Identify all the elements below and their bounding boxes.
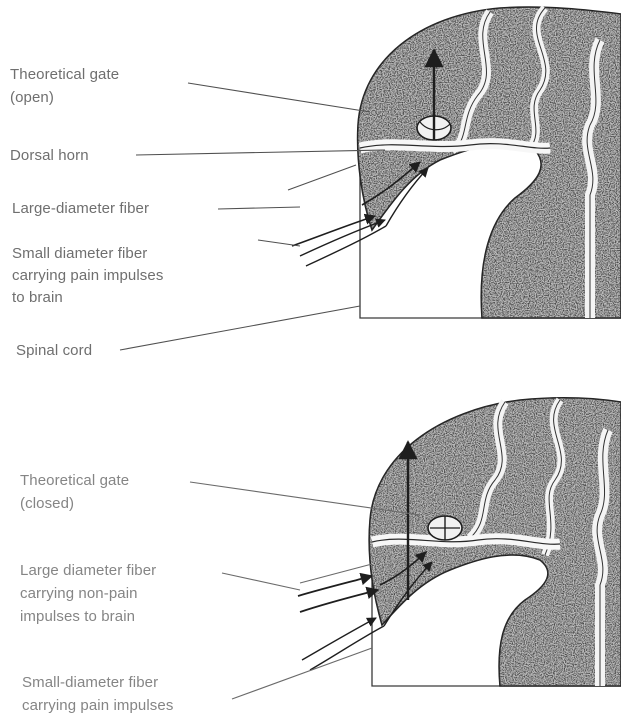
label-spinal-cord: Spinal cord bbox=[16, 340, 92, 362]
bottom-panel-drawing bbox=[190, 398, 621, 699]
label-small-fiber-top-line3: to brain bbox=[12, 287, 63, 309]
label-small-fiber-top-line2: carrying pain impulses bbox=[12, 265, 163, 287]
top-panel-drawing bbox=[120, 7, 621, 350]
label-small-fiber-bottom-line2: carrying pain impulses bbox=[22, 695, 173, 717]
label-dorsal-horn: Dorsal horn bbox=[10, 145, 89, 167]
label-large-fiber-bottom-line1: Large diameter fiber bbox=[20, 560, 156, 582]
label-large-fiber-bottom-line3: impulses to brain bbox=[20, 606, 135, 628]
label-gate-closed-line1: Theoretical gate bbox=[20, 470, 129, 492]
label-large-diameter-fiber-top: Large-diameter fiber bbox=[12, 198, 149, 220]
label-large-fiber-bottom-line2: carrying non-pain bbox=[20, 583, 138, 605]
label-gate-open-line1: Theoretical gate bbox=[10, 64, 119, 86]
label-gate-open-line2: (open) bbox=[10, 87, 54, 109]
small-fiber-entry-bottom bbox=[302, 618, 376, 660]
label-small-fiber-top-line1: Small diameter fiber bbox=[12, 243, 147, 265]
label-small-fiber-bottom-line1: Small-diameter fiber bbox=[22, 672, 158, 694]
label-gate-closed-line2: (closed) bbox=[20, 493, 74, 515]
large-fiber-entry-bottom bbox=[298, 576, 372, 596]
